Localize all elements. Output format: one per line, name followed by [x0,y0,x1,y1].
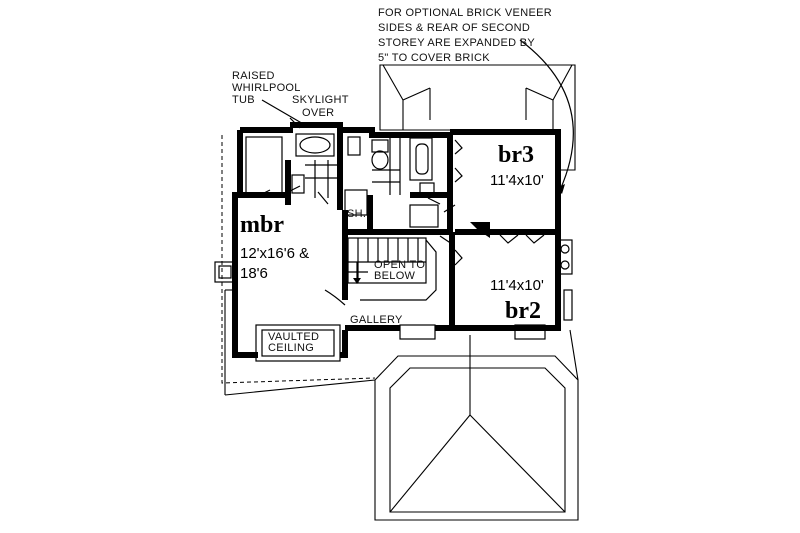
whirlpool-line3: TUB [232,94,255,106]
brick-note-line1: FOR OPTIONAL BRICK VENEER [378,7,552,19]
br3-name: br3 [498,142,534,168]
mbr-dim-line1: 12'x16'6 & [240,245,309,262]
shower-label: SH. [347,208,366,220]
note-arc [519,39,574,191]
br3-dim: 11'4x10' [490,172,544,189]
mbr-dim-line2: 18'6 [240,265,268,282]
br2-name: br2 [505,298,541,324]
whirlpool-line1: RAISED [232,70,275,82]
upper-roof [379,64,576,171]
lower-roof [224,289,579,521]
interior-walls [240,135,558,300]
skylight-leader [289,117,301,129]
brick-note-line3: STOREY ARE EXPANDED BY [378,37,535,49]
vaulted-line1: VAULTED [268,331,319,343]
skylight-line1: SKYLIGHT [292,94,349,106]
skylight-line2: OVER [302,107,334,119]
br2-dim: 11'4x10' [490,277,544,294]
vaulted-line2: CEILING [268,342,314,354]
brick-note-line4: 5" TO COVER BRICK [378,52,490,64]
windows [214,239,573,362]
whirlpool-leader [261,99,306,126]
open-below-line2: BELOW [374,270,416,282]
whirlpool-line2: WHIRLPOOL [232,82,301,94]
gallery-label: GALLERY [350,314,403,326]
projection-line [221,135,376,384]
brick-note-line2: SIDES & REAR OF SECOND [378,22,530,34]
door-swings [259,139,545,266]
open-below-line1: OPEN TO [374,259,425,271]
bathroom-fixtures [291,133,439,228]
mbr-name: mbr [240,212,284,238]
gallery-railing [360,239,437,301]
stair [347,237,427,284]
